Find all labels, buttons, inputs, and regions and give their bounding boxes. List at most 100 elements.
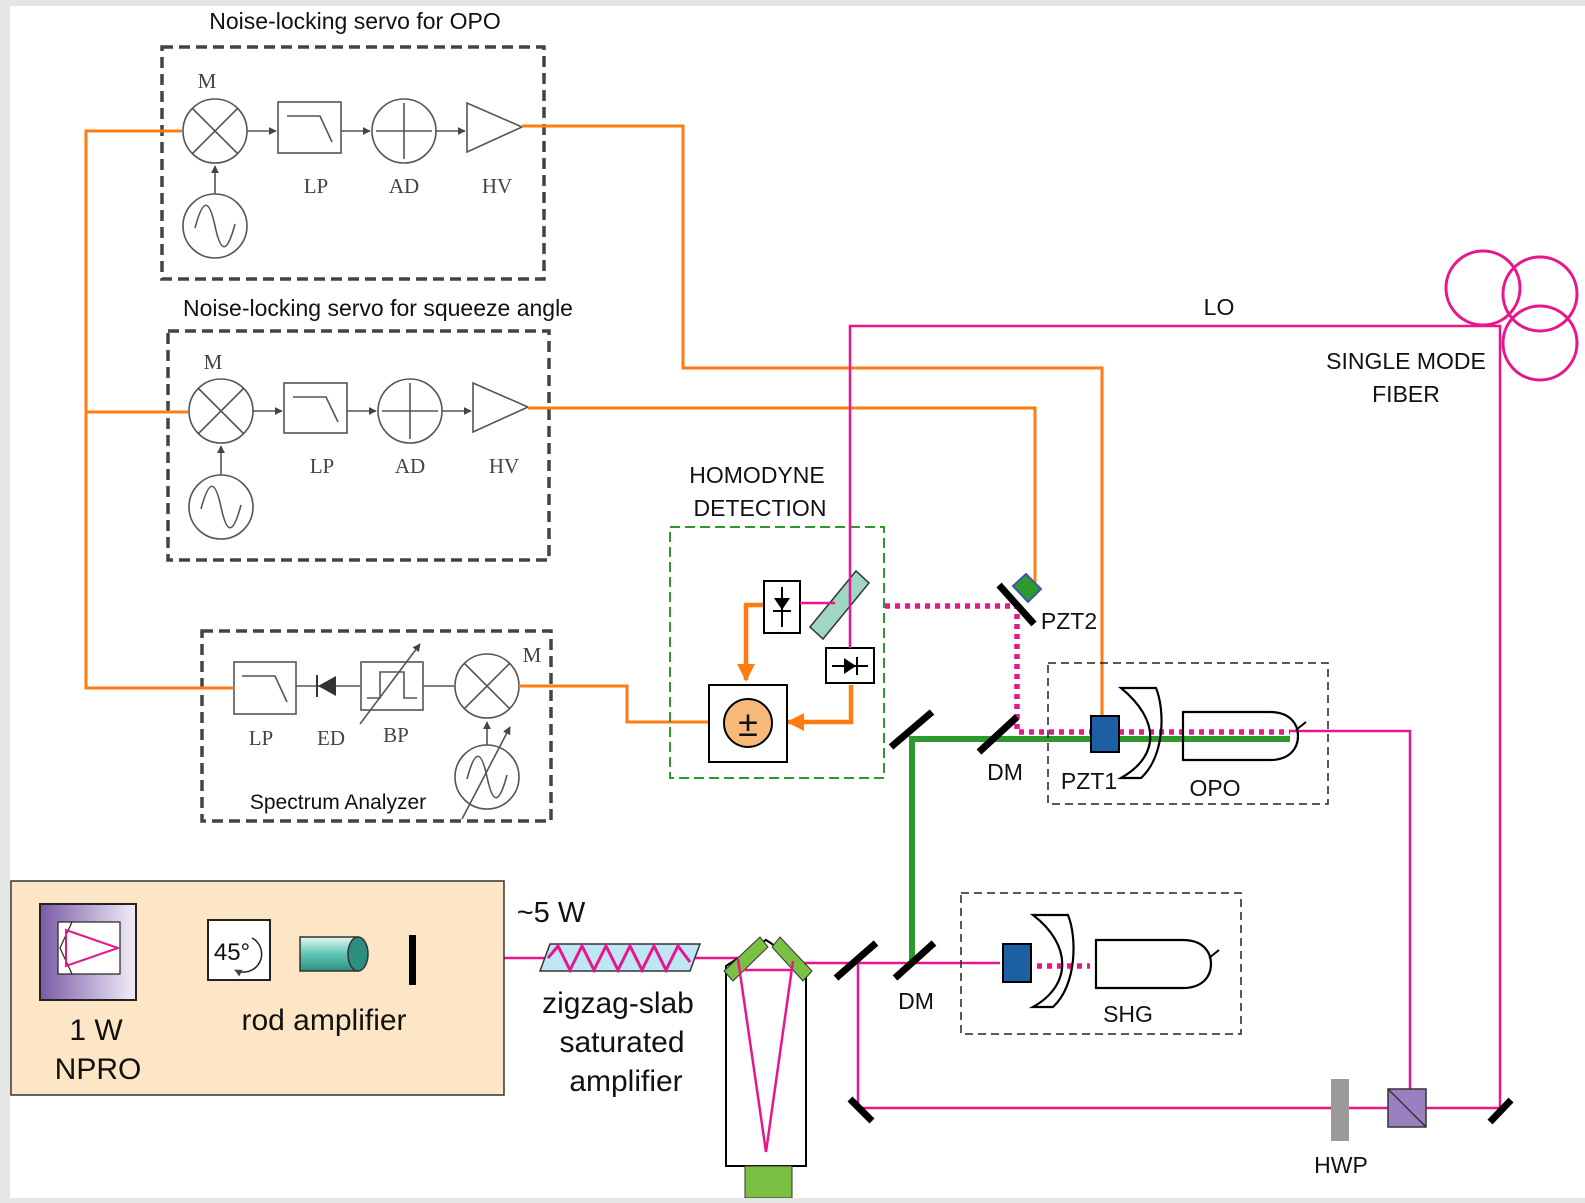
photodiode-1-icon bbox=[763, 580, 801, 634]
pzt2-mirror bbox=[996, 582, 1037, 627]
squeeze-servo-mixer-label: M bbox=[204, 350, 223, 374]
opo-label: OPO bbox=[1189, 775, 1240, 801]
squeeze-servo-adder-icon bbox=[377, 378, 443, 444]
shg-pzt-actuator bbox=[1002, 943, 1032, 983]
envelope-detector-diode-icon bbox=[316, 675, 336, 697]
squeeze-servo-output-wire bbox=[528, 406, 1037, 596]
zigzag-label-line3: amplifier bbox=[569, 1065, 682, 1098]
photodiode1-to-subtractor-wire bbox=[737, 602, 764, 682]
error-signal-bus bbox=[84, 129, 234, 690]
tunable-oscillator-icon bbox=[454, 726, 520, 820]
envelope-detector-label: ED bbox=[317, 726, 345, 750]
green-pump-beam bbox=[909, 736, 1290, 960]
opo-cavity bbox=[1047, 662, 1329, 805]
fiber-label-line2: FIBER bbox=[1372, 381, 1440, 407]
opo-servo-mixer-icon bbox=[182, 98, 248, 164]
beam-router-prism bbox=[723, 936, 813, 1199]
squeeze-servo-lowpass-icon bbox=[283, 382, 348, 434]
steering-mirror-2 bbox=[847, 1096, 875, 1124]
laser-source-panel: 45° 1 W NPRO rod amplifier bbox=[10, 880, 505, 1096]
electronic-signal-wiring bbox=[84, 124, 1104, 731]
spectrum-analyzer-mixer-label: M bbox=[523, 643, 542, 667]
opo-box bbox=[1047, 662, 1329, 805]
local-oscillator-beam bbox=[848, 324, 1502, 1108]
homodyne-beam-splitter bbox=[808, 569, 871, 641]
photodiode-2-icon bbox=[825, 647, 875, 684]
spectrum-analyzer-box bbox=[200, 629, 553, 823]
squeeze-servo-hv-amplifier-icon bbox=[472, 381, 530, 434]
opo-servo-oscillator-icon bbox=[182, 193, 248, 259]
shg-input-coupler bbox=[1028, 913, 1075, 1009]
npro-power-label: 1 W bbox=[69, 1014, 123, 1047]
subtractor-icon: ± bbox=[708, 684, 788, 763]
squeeze-angle-noise-locking-servo: Noise-locking servo for squeeze angle M … bbox=[166, 295, 573, 562]
polarizing-beam-splitter bbox=[1387, 1088, 1427, 1128]
homodyne-title-line1: HOMODYNE bbox=[689, 462, 824, 488]
steering-mirror-green bbox=[888, 709, 935, 750]
steering-mirror-3 bbox=[1487, 1097, 1514, 1125]
pzt2-actuator bbox=[1011, 572, 1043, 604]
pzt1-actuator bbox=[1090, 715, 1120, 753]
homodyne-title-line2: DETECTION bbox=[694, 495, 827, 521]
opo-noise-locking-servo: Noise-locking servo for OPO M LP AD HV bbox=[160, 8, 546, 281]
bandpass-filter-icon bbox=[359, 643, 424, 725]
local-oscillator-label: LO bbox=[1204, 294, 1235, 320]
shg-cavity bbox=[960, 892, 1242, 1035]
opo-servo-mixer-label: M bbox=[198, 69, 217, 93]
npro-laser-icon bbox=[39, 903, 137, 1001]
fiber-label-line1: SINGLE MODE bbox=[1326, 348, 1486, 374]
shg-crystal-tip bbox=[1208, 949, 1220, 959]
npro-label: NPRO bbox=[55, 1053, 142, 1086]
subtractor-symbol: ± bbox=[738, 703, 758, 744]
squeeze-servo-title: Noise-locking servo for squeeze angle bbox=[183, 295, 573, 321]
opo-servo-title: Noise-locking servo for OPO bbox=[209, 8, 500, 34]
photodiode2-to-subtractor-wire bbox=[786, 685, 854, 731]
opo-servo-box bbox=[160, 45, 546, 281]
opo-crystal bbox=[1181, 710, 1300, 762]
spectrum-analyzer: LP ED BP M Spectrum Analyzer bbox=[200, 629, 553, 823]
spectrum-analyzer-lowpass-label: LP bbox=[249, 726, 274, 750]
squeezed-light-beam bbox=[885, 603, 1290, 735]
shg-crystal bbox=[1094, 938, 1213, 990]
spectrum-analyzer-mixer-icon bbox=[454, 653, 520, 719]
pzt1-label: PZT1 bbox=[1061, 768, 1117, 794]
squeeze-servo-adder-label: AD bbox=[395, 454, 425, 478]
steering-mirror-1 bbox=[833, 940, 879, 981]
single-mode-fiber-icon bbox=[1444, 249, 1579, 382]
bandpass-filter-label: BP bbox=[383, 723, 409, 747]
opo-dichroic-label: DM bbox=[987, 759, 1023, 785]
shg-label: SHG bbox=[1103, 1001, 1153, 1027]
opo-servo-adder-icon bbox=[371, 98, 437, 164]
opo-servo-lowpass-icon bbox=[277, 101, 342, 154]
opo-servo-output-wire bbox=[522, 124, 1104, 716]
faraday-rotator-icon: 45° bbox=[207, 919, 271, 981]
opo-servo-adder-label: AD bbox=[389, 174, 419, 198]
squeeze-servo-lowpass-label: LP bbox=[310, 454, 335, 478]
opo-servo-lowpass-label: LP bbox=[304, 174, 329, 198]
opo-transmitted-beam bbox=[1290, 729, 1412, 1108]
shg-dichroic-label: DM bbox=[898, 988, 934, 1014]
opo-dichroic-mirror bbox=[976, 714, 1020, 755]
zigzag-label-line1: zigzag-slab bbox=[542, 987, 694, 1020]
shg-dichroic-mirror bbox=[892, 940, 937, 981]
rod-amplifier-icon bbox=[299, 936, 369, 972]
squeeze-servo-oscillator-icon bbox=[188, 474, 254, 540]
shg-box bbox=[960, 892, 1242, 1035]
rotator-angle: 45° bbox=[214, 939, 250, 966]
opo-input-coupler bbox=[1116, 686, 1163, 780]
pzt2-label: PZT2 bbox=[1041, 608, 1097, 634]
homodyne-to-analyzer-wire bbox=[519, 684, 709, 724]
zigzag-slab-amplifier-icon bbox=[538, 942, 702, 974]
spectrum-analyzer-lowpass-icon bbox=[233, 661, 297, 715]
rod-retro-mirror bbox=[409, 935, 416, 985]
opo-servo-hv-label: HV bbox=[482, 174, 512, 198]
half-wave-plate bbox=[1331, 1079, 1349, 1141]
spectrum-analyzer-label: Spectrum Analyzer bbox=[250, 791, 426, 814]
opo-crystal-tip bbox=[1295, 721, 1307, 731]
hwp-label: HWP bbox=[1314, 1152, 1368, 1178]
opo-servo-hv-amplifier-icon bbox=[466, 101, 524, 154]
squeeze-servo-box bbox=[166, 329, 551, 562]
squeeze-servo-mixer-icon bbox=[188, 378, 254, 444]
